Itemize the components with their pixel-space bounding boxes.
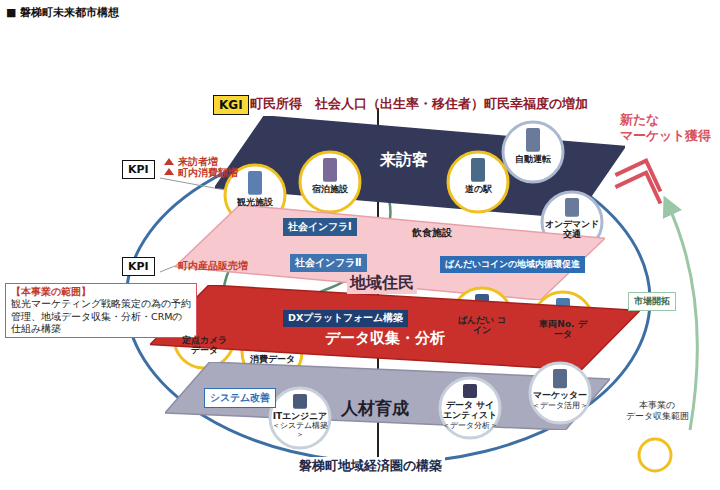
facility-icon [463,384,477,398]
facility-icon [565,198,579,217]
circle-outline [446,150,510,214]
band-polygon [175,205,605,300]
circle-label: データ サイエンティスト [442,400,498,421]
title: ■ 磐梯町未来都市構想 [6,5,119,20]
box-label: 市場開拓 [634,295,670,308]
leader-line [160,178,225,190]
legend-ring [639,439,671,471]
facility-circle: データ サイエンティスト＜データ分析＞ [438,376,502,440]
kpi-up-mark [164,168,174,175]
label-box: KPI [122,160,155,179]
chevron [615,153,668,192]
box-label: 社会インフラⅠ [288,220,352,234]
circle-label: ITエンジニア [272,411,328,421]
label-box: 社会インフラⅠ [283,218,357,236]
box-label: 【本事業の範囲】 [11,286,191,298]
circle-label: 定点カメラ データ [176,335,232,356]
label-box: 市場開拓 [628,292,676,311]
circle-ring [440,378,500,438]
facility-circle: 宿泊施設 [298,150,362,214]
circle-text: ばんだい コイン [454,315,510,336]
label-box: KPI [122,257,155,276]
market-arrow [668,205,697,430]
box-body: 観光マーケティング戦略策定の為の予約管理、地域データ収集・分析・CRMの仕組み構… [11,298,191,335]
band-polygon [165,362,610,430]
band-polygon [150,285,640,370]
label-box: KGI [213,95,249,115]
label-box: ばんだいコインの地域内循環促進 [440,256,585,273]
band-label: 地域住民 [347,273,417,294]
circle-ring [503,122,563,182]
circle-label: 消費データ [244,354,300,364]
label-box: 社会インフラⅡ [290,254,367,272]
note-label: 町民所得 社会人口（出生率・移住者）町民幸福度の増加 [250,95,588,113]
circle-label: マーケッター [532,390,588,400]
circle-label: 車両No. データ [535,319,591,340]
facility-icon [323,158,337,182]
circle-label: 自動運転 [505,154,561,164]
circle-text: 観光施設 [227,197,283,207]
circle-ring [270,388,330,448]
note-label: 町内産品販売増 [178,260,248,273]
circle-outline [298,150,362,214]
label-box: 【本事業の範囲】観光マーケティング戦略策定の為の予約管理、地域データ収集・分析・… [5,283,197,338]
circle-text: 自動運転 [505,154,561,164]
box-label: ばんだいコインの地域内循環促進 [445,258,580,271]
circle-sublabel: ＜システム構築＞ [272,421,328,439]
circle-label: 道の駅 [450,184,506,194]
circle-text: 宿泊施設 [302,184,358,194]
band-label: 人材育成 [338,397,412,420]
band-label: データ収集・分析 [322,329,448,348]
note-label: 来訪者増 町内消費額増 [178,156,240,179]
circle-label: オンデマンド 交通 [544,219,600,240]
label-box: システム改善 [204,388,276,408]
box-label: 社会インフラⅡ [295,256,362,270]
box-label: DXプラットフォーム構築 [288,312,403,325]
circle-text: オンデマンド 交通 [544,219,600,240]
box-label: KPI [128,260,149,273]
circle-text: 定点カメラ データ [176,335,232,356]
facility-icon [248,171,262,195]
circle-label: 観光施設 [227,197,283,207]
box-label: システム改善 [210,391,270,405]
circle-label: 宿泊施設 [302,184,358,194]
circle-sublabel: ＜データ分析＞ [442,421,498,430]
circle-text: データ サイエンティスト＜データ分析＞ [442,400,498,430]
band-label: 来訪客 [377,150,431,171]
circle-outline [501,120,565,184]
label-box: DXプラットフォーム構築 [283,310,408,327]
circle-text: 車両No. データ [535,319,591,340]
note-label: 新たな マーケット獲得 [620,112,714,145]
circle-text: ITエンジニア＜システム構築＞ [272,411,328,440]
circle-ring [300,152,360,212]
layer-band: 地域住民 [175,205,605,300]
circle-text: マーケッター＜データ活用＞ [532,390,588,410]
circle-ring [448,152,508,212]
facility-icon [471,158,485,182]
facility-circle: 道の駅 [446,150,510,214]
facility-icon [293,394,307,409]
facility-circle: 自動運転 [501,120,565,184]
note-label: 磐梯町地域経済圏の構築 [296,457,445,475]
facility-circle: ITエンジニア＜システム構築＞ [268,386,332,450]
circle-label: ばんだい コイン [454,315,510,336]
box-label: KPI [128,163,149,176]
kpi-up-mark [164,158,174,165]
note-label: 飲食施設 [410,226,454,240]
circle-ring [530,363,590,423]
facility-icon [526,128,540,152]
circle-text: 道の駅 [450,184,506,194]
circle-sublabel: ＜データ活用＞ [532,401,588,410]
facility-circle: マーケッター＜データ活用＞ [528,361,592,425]
legend-text: 本事業の データ収集範囲 [622,400,692,422]
circle-text: 消費データ [244,354,300,364]
box-label: KGI [219,98,243,112]
facility-icon [553,369,567,388]
